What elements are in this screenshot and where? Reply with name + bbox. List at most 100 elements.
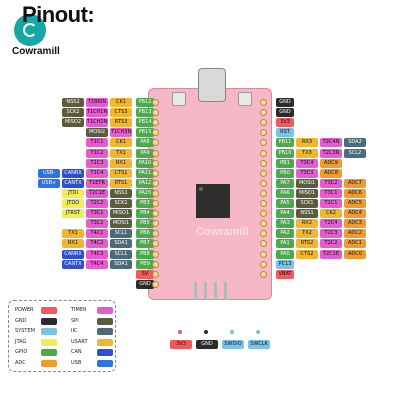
pin-function-label: T2C1E <box>320 250 342 259</box>
pin-function-label: ADC1 <box>344 239 366 248</box>
pin-function-label: SCL1 <box>110 250 132 259</box>
pin-label: PA7 <box>276 179 294 188</box>
pin-function-label: NSS2 <box>62 98 84 107</box>
pin-label: PA2 <box>276 229 294 238</box>
pin-function-label: SDA2 <box>344 138 366 147</box>
pin-function-label: JTDI <box>62 189 84 198</box>
pin-hole-icon <box>260 99 267 106</box>
pin-function-label: TX2 <box>296 229 318 238</box>
pin-hole-icon <box>152 271 159 278</box>
legend-label: GPIO <box>15 349 27 355</box>
legend-swatch <box>97 318 113 325</box>
pin-function-label: NSS1 <box>296 209 318 218</box>
header-pin-icon <box>224 282 227 300</box>
pin-function-label: T2C3N <box>320 149 342 158</box>
pin-function-label: MISO1 <box>296 189 318 198</box>
legend-swatch <box>41 307 57 314</box>
pin-function-label: T3C3 <box>296 169 318 178</box>
pin-label: PA6 <box>276 189 294 198</box>
pin-function-label: T4C1 <box>86 229 108 238</box>
pin-hole-icon <box>152 150 159 157</box>
pin-function-label: TX1 <box>62 229 84 238</box>
pin-function-label: T4C3 <box>86 250 108 259</box>
legend-label: CAN <box>71 349 82 355</box>
pin-function-label: SCL2 <box>344 149 366 158</box>
legend-swatch <box>97 360 113 367</box>
pin-dot-icon <box>178 330 182 334</box>
pin-hole-icon <box>260 180 267 187</box>
pin-hole-icon <box>152 251 159 258</box>
watermark: Cowramill <box>196 226 249 238</box>
pin-function-label: MOSI1 <box>296 179 318 188</box>
pin-function-label: T1C4 <box>86 169 108 178</box>
pin-function-label: SCK2 <box>62 108 84 117</box>
pin-function-label: T2C2 <box>86 199 108 208</box>
pin-hole-icon <box>260 150 267 157</box>
pin-function-label: T2C4N <box>320 138 342 147</box>
pin-dot-icon <box>230 330 234 334</box>
pin-function-label: MISO1 <box>110 209 132 218</box>
pin-function-label: SDA1 <box>110 260 132 269</box>
pin-function-label: T1C3 <box>86 159 108 168</box>
pin-label: PA4 <box>276 209 294 218</box>
pin-function-label: T1CH3N <box>110 128 132 137</box>
pin-hole-icon <box>152 180 159 187</box>
pin-function-label: T3C2 <box>86 219 108 228</box>
pin-label: 3V3 <box>276 118 294 127</box>
pin-function-label: MOSI1 <box>110 219 132 228</box>
boot-button-icon <box>238 92 252 106</box>
pin-function-label: RTS1 <box>110 179 132 188</box>
bottom-pin-label: SWDIO <box>222 340 244 349</box>
pin-dot-icon <box>256 330 260 334</box>
pin-label: RST <box>276 128 294 137</box>
pin-function-label: CK1 <box>110 138 132 147</box>
pin-function-label: RTS2 <box>296 239 318 248</box>
legend-swatch <box>97 307 113 314</box>
legend-label: SYSTEM <box>15 328 35 334</box>
legend-swatch <box>97 328 113 335</box>
pin-label: PA5 <box>276 199 294 208</box>
legend-swatch <box>97 349 113 356</box>
legend-label: TIMER <box>71 307 86 313</box>
pin-function-label: T1BKIN <box>86 98 108 107</box>
legend-label: ADC <box>15 360 26 366</box>
pin-function-label: T1ETR <box>86 179 108 188</box>
pin-function-label: T2C3 <box>320 229 342 238</box>
legend-swatch <box>41 360 57 367</box>
usb-c-connector-icon <box>198 68 226 102</box>
pin-hole-icon <box>152 200 159 207</box>
pin-function-label: RX2 <box>296 219 318 228</box>
pin-function-label: RX3 <box>296 138 318 147</box>
pin-hole-icon <box>152 281 159 288</box>
pin-function-label: ADC9 <box>320 159 342 168</box>
pin-function-label: CANRX <box>62 250 84 259</box>
pin-label: PA3 <box>276 219 294 228</box>
bottom-pin-label: GND <box>196 340 218 349</box>
legend-label: IIC <box>71 328 77 334</box>
legend-label: GND <box>15 318 26 324</box>
header-pin-icon <box>214 282 217 300</box>
pin-label: PB11 <box>276 138 294 147</box>
pin-hole-icon <box>260 251 267 258</box>
pin-function-label: CANTX <box>62 179 84 188</box>
pin-function-label: SCK1 <box>110 199 132 208</box>
pin-label: GND <box>276 98 294 107</box>
legend-label: SPI <box>71 318 79 324</box>
pin-label: PB10 <box>276 149 294 158</box>
pin-hole-icon <box>260 190 267 197</box>
pin-function-label: CTS1 <box>110 169 132 178</box>
pin-function-label: RX1 <box>62 239 84 248</box>
legend-label: JTAG <box>15 339 26 345</box>
pin-function-label: T4C4 <box>86 260 108 269</box>
pin-hole-icon <box>152 190 159 197</box>
pin-function-label: SCK1 <box>296 199 318 208</box>
pin-hole-icon <box>260 200 267 207</box>
pin-function-label: T4C2 <box>86 239 108 248</box>
reset-button-icon <box>172 92 186 106</box>
pin-hole-icon <box>152 160 159 167</box>
pin-function-label: T2C4 <box>320 219 342 228</box>
bottom-pin-label: 3V3 <box>170 340 192 349</box>
pin-function-label: SCL1 <box>110 229 132 238</box>
pin-function-label: T3C1 <box>86 209 108 218</box>
header-pin-icon <box>194 282 197 300</box>
